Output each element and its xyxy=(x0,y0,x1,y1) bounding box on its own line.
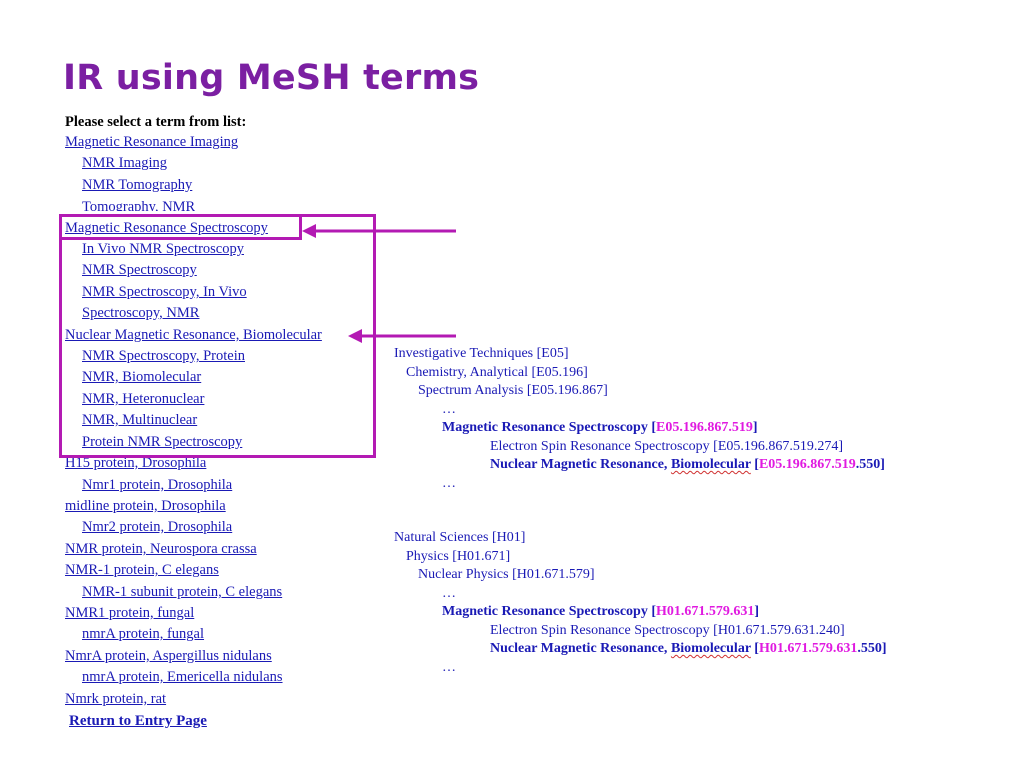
term-link[interactable]: NMR protein, Neurospora crassa xyxy=(65,541,257,557)
tree-node-name: Nuclear Magnetic Resonance, xyxy=(490,457,671,472)
tree-node-name-spellcheck: Biomolecular xyxy=(670,641,751,656)
term-link[interactable]: nmrA protein, Emericella nidulans xyxy=(82,669,283,685)
term-link[interactable]: NMR, Multinuclear xyxy=(82,412,198,428)
term-link[interactable]: NMR Spectroscopy xyxy=(82,262,197,278)
term-link[interactable]: NMR Imaging xyxy=(82,155,167,171)
tree-code: H01.671.579.631 xyxy=(656,604,755,619)
term-link[interactable]: Magnetic Resonance Imaging xyxy=(65,134,239,150)
term-link[interactable]: In Vivo NMR Spectroscopy xyxy=(82,241,244,257)
tree-node-mrs: Magnetic Resonance Spectroscopy [E05.196… xyxy=(442,420,758,436)
tree-ellipsis: … xyxy=(442,586,456,601)
term-link[interactable]: NMR-1 protein, C elegans xyxy=(65,562,219,578)
select-prompt: Please select a term from list: xyxy=(65,114,247,130)
term-link[interactable]: Protein NMR Spectroscopy xyxy=(82,434,243,450)
tree-node: Chemistry, Analytical [E05.196] xyxy=(406,365,588,380)
tree-node: Spectrum Analysis [E05.196.867] xyxy=(418,383,608,398)
tree-node-mrs: Magnetic Resonance Spectroscopy [H01.671… xyxy=(442,604,759,620)
term-link[interactable]: Nmr1 protein, Drosophila xyxy=(82,477,233,493)
term-link[interactable]: Tomography, NMR xyxy=(82,199,196,211)
tree-node-name: Magnetic Resonance Spectroscopy xyxy=(442,604,648,619)
tree-code: E05.196.867.519 xyxy=(656,420,753,435)
tree-node: Nuclear Physics [H01.671.579] xyxy=(418,567,595,582)
tree-ellipsis: … xyxy=(442,402,456,417)
term-link[interactable]: NMR, Heteronuclear xyxy=(82,391,205,407)
term-link[interactable]: NMR Spectroscopy, Protein xyxy=(82,348,245,364)
tree-ellipsis: … xyxy=(442,660,456,675)
tree-code-tail: .550] xyxy=(857,641,887,656)
slide-title: IR using MeSH terms xyxy=(63,58,480,98)
tree-code: H01.671.579.631 xyxy=(758,641,858,656)
term-link[interactable]: midline protein, Drosophila xyxy=(65,498,226,514)
tree-node: Electron Spin Resonance Spectroscopy [E0… xyxy=(490,439,844,454)
tree-node-nmr: Nuclear Magnetic Resonance, Biomolecular… xyxy=(490,457,885,473)
tree-node-nmr: Nuclear Magnetic Resonance, Biomolecular… xyxy=(490,641,887,657)
tree-node-name: Magnetic Resonance Spectroscopy xyxy=(442,420,648,435)
term-link[interactable]: H15 protein, Drosophila xyxy=(65,455,207,471)
term-link-nmr-biomolecular[interactable]: Nuclear Magnetic Resonance, Biomolecular xyxy=(65,327,322,343)
term-link[interactable]: NMR-1 subunit protein, C elegans xyxy=(82,584,283,600)
tree-bracket: [ xyxy=(750,641,759,656)
tree-bracket: [ xyxy=(651,420,656,435)
tree-node: Physics [H01.671] xyxy=(406,549,511,564)
term-link[interactable]: NMR1 protein, fungal xyxy=(65,605,195,621)
tree-node: Natural Sciences [H01] xyxy=(394,530,526,545)
tree-ellipsis: … xyxy=(442,476,456,491)
tree-node: Electron Spin Resonance Spectroscopy [H0… xyxy=(490,623,845,638)
tree-bracket: [ xyxy=(651,604,656,619)
term-link[interactable]: Nmr2 protein, Drosophila xyxy=(82,519,233,535)
tree-bracket: [ xyxy=(750,457,759,472)
term-link[interactable]: Spectroscopy, NMR xyxy=(82,305,200,321)
pointer-arrow-icon xyxy=(348,329,456,343)
tree-node: Investigative Techniques [E05] xyxy=(394,346,569,361)
tree-bracket: ] xyxy=(752,420,758,435)
term-link[interactable]: NMR, Biomolecular xyxy=(82,369,202,385)
term-link[interactable]: NMR Tomography xyxy=(82,177,193,193)
tree-code-tail: .550] xyxy=(855,457,885,472)
term-link[interactable]: nmrA protein, fungal xyxy=(82,626,205,642)
return-to-entry-link[interactable]: Return to Entry Page xyxy=(69,713,207,729)
term-link[interactable]: NMR Spectroscopy, In Vivo xyxy=(82,284,247,300)
term-link[interactable]: Nmrk protein, rat xyxy=(65,691,167,707)
pointer-arrow-icon xyxy=(302,224,456,238)
tree-bracket: ] xyxy=(754,604,760,619)
term-link-magnetic-resonance-spectroscopy[interactable]: Magnetic Resonance Spectroscopy xyxy=(65,220,268,236)
tree-node-name: Nuclear Magnetic Resonance, xyxy=(490,641,671,656)
highlight-box-group xyxy=(59,214,376,458)
tree-code: E05.196.867.519 xyxy=(758,457,856,472)
term-link[interactable]: NmrA protein, Aspergillus nidulans xyxy=(65,648,272,664)
tree-node-name-spellcheck: Biomolecular xyxy=(670,457,751,472)
